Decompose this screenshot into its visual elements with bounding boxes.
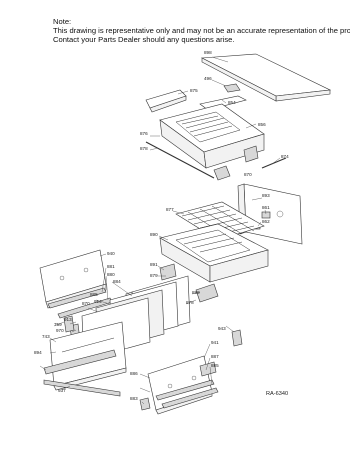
part-label: 870 [82,301,90,306]
part-right-rod [261,157,287,169]
note-heading: Note: [53,17,72,26]
part-top-panel [200,53,332,102]
part-label: 893 [262,193,270,198]
part-label: 862 [262,219,270,224]
part-label: 879 [150,273,158,278]
part-label: 943 [218,326,226,331]
part-label: 885 [90,292,98,297]
part-bottom-trim [43,379,121,397]
part-label: 878 [186,300,194,305]
note-line-2: Contact your Parts Dealer should any que… [53,35,235,45]
part-label: 496 [204,76,212,81]
part-label: 894 [34,350,42,355]
part-label: 876 [140,131,148,136]
part-label: 970 [56,328,64,333]
part-label: 890 [150,232,158,237]
part-label: 883 [130,396,138,401]
part-label: 878 [140,146,148,151]
part-label: 874 [281,154,289,159]
disclaimer-note: Note: This drawing is representative onl… [53,17,350,45]
part-label: 914 [94,299,102,304]
part-label: 891 [150,262,158,267]
part-lower-brackets [159,263,219,303]
part-foot [139,397,151,411]
part-label: 861 [262,205,270,210]
part-drawer-handle [43,349,117,375]
part-cavity-brackets [213,145,259,181]
leader-lines [39,56,281,405]
part-label: 898 [204,50,212,55]
part-label: 884 [113,279,121,284]
part-label: 940 [107,251,115,256]
part-label: 877 [166,207,174,212]
part-label: 870 [244,172,252,177]
part-label: 854 [228,100,236,105]
part-label: 880 [107,272,115,277]
part-label: 856 [258,122,266,127]
part-label: 875 [190,88,198,93]
part-label: 881 [107,264,115,269]
part-label: 913 [64,317,72,322]
reference-code: RA-6340 [266,391,288,397]
note-line-1: This drawing is representative only and … [53,26,350,36]
part-small-bracket [223,83,241,93]
part-lower-rails [155,361,219,409]
part-label: 743 [42,334,50,339]
part-label: 886 [130,371,138,376]
part-drawer-tray [159,223,269,283]
part-label: 759 [54,322,62,327]
part-oven-cavity [159,103,265,169]
part-label: 889 [192,290,200,295]
part-right-clip [231,329,243,347]
part-label: 941 [211,340,219,345]
part-left-rail [145,89,187,113]
part-label: 885 [211,363,219,368]
part-label: 937 [58,388,66,393]
part-label: 887 [211,354,219,359]
part-labels: 898 496 875 854 856 876 878 874 870 893 … [34,50,289,401]
